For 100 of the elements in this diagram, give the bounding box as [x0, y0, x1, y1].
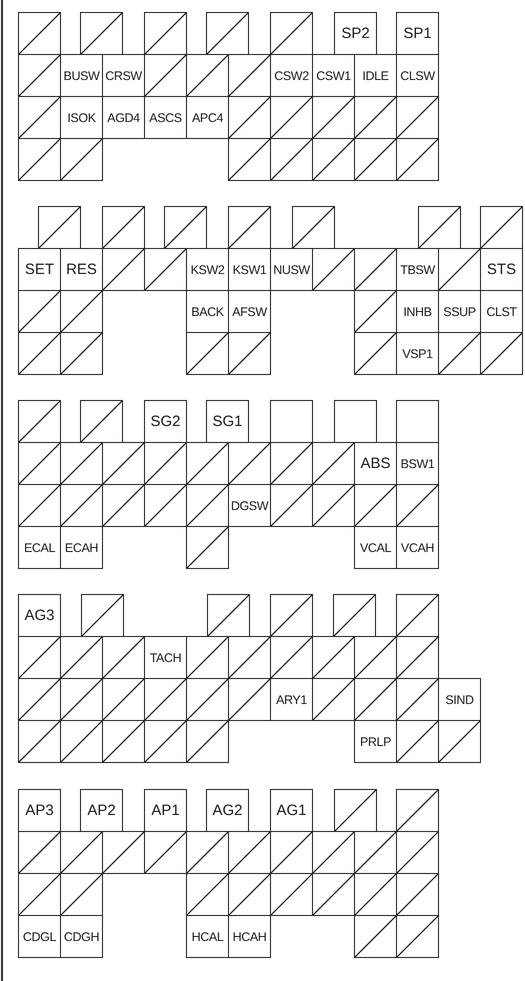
unused-pin-cell — [438, 332, 481, 375]
pin-cell: AP1 — [144, 789, 187, 832]
empty-pin-cell — [270, 400, 313, 443]
unused-pin-cell — [60, 442, 103, 485]
unused-pin-cell — [60, 678, 103, 721]
unused-pin-cell — [480, 206, 523, 249]
unused-pin-cell — [80, 400, 123, 443]
unused-pin-cell — [18, 873, 61, 916]
unused-pin-cell — [186, 831, 229, 874]
unused-pin-cell — [312, 873, 355, 916]
unused-pin-cell — [186, 332, 229, 375]
unused-pin-cell — [270, 12, 313, 55]
unused-pin-cell — [18, 831, 61, 874]
unused-pin-cell — [312, 484, 355, 527]
unused-pin-cell — [60, 484, 103, 527]
unused-pin-cell — [206, 12, 249, 55]
unused-pin-cell — [228, 831, 271, 874]
unused-pin-cell — [228, 54, 271, 97]
unused-pin-cell — [292, 206, 335, 249]
unused-pin-cell — [18, 484, 61, 527]
unused-pin-cell — [228, 636, 271, 679]
unused-pin-cell — [396, 720, 439, 763]
unused-pin-cell — [354, 96, 397, 139]
unused-pin-cell — [396, 678, 439, 721]
unused-pin-cell — [228, 96, 271, 139]
unused-pin-cell — [396, 138, 439, 181]
unused-pin-cell — [312, 442, 355, 485]
unused-pin-cell — [186, 54, 229, 97]
unused-pin-cell — [228, 138, 271, 181]
unused-pin-cell — [228, 873, 271, 916]
unused-pin-cell — [312, 831, 355, 874]
empty-pin-cell — [396, 400, 439, 443]
pin-cell: PRLP — [354, 720, 397, 763]
unused-pin-cell — [144, 442, 187, 485]
unused-pin-cell — [60, 873, 103, 916]
empty-pin-cell — [334, 400, 377, 443]
unused-pin-cell — [164, 206, 207, 249]
unused-pin-cell — [354, 248, 397, 291]
unused-pin-cell — [396, 96, 439, 139]
unused-pin-cell — [270, 594, 313, 637]
pin-cell: CDGL — [18, 915, 61, 958]
unused-pin-cell — [18, 636, 61, 679]
unused-pin-cell — [18, 720, 61, 763]
pin-cell: AG1 — [270, 789, 313, 832]
unused-pin-cell — [438, 248, 481, 291]
pin-cell: ECAL — [18, 526, 61, 569]
unused-pin-cell — [228, 332, 271, 375]
unused-pin-cell — [354, 915, 397, 958]
unused-pin-cell — [270, 96, 313, 139]
unused-pin-cell — [354, 332, 397, 375]
pin-cell: SG2 — [144, 400, 187, 443]
unused-pin-cell — [102, 636, 145, 679]
unused-pin-cell — [80, 12, 123, 55]
unused-pin-cell — [60, 290, 103, 333]
pin-cell: SP2 — [334, 12, 377, 55]
unused-pin-cell — [207, 594, 250, 637]
unused-pin-cell — [270, 831, 313, 874]
unused-pin-cell — [102, 206, 145, 249]
unused-pin-cell — [60, 636, 103, 679]
unused-pin-cell — [354, 831, 397, 874]
unused-pin-cell — [312, 138, 355, 181]
unused-pin-cell — [186, 484, 229, 527]
unused-pin-cell — [396, 594, 439, 637]
unused-pin-cell — [333, 594, 376, 637]
pin-cell: ECAH — [60, 526, 103, 569]
unused-pin-cell — [60, 831, 103, 874]
pin-cell: AG3 — [18, 594, 61, 637]
unused-pin-cell — [18, 54, 61, 97]
pin-cell: VCAH — [396, 526, 439, 569]
pin-cell: AP2 — [80, 789, 123, 832]
unused-pin-cell — [18, 290, 61, 333]
unused-pin-cell — [186, 636, 229, 679]
unused-pin-cell — [480, 332, 523, 375]
unused-pin-cell — [186, 720, 229, 763]
pin-cell: NUSW — [270, 248, 313, 291]
unused-pin-cell — [60, 332, 103, 375]
unused-pin-cell — [144, 12, 187, 55]
unused-pin-cell — [18, 96, 61, 139]
unused-pin-cell — [396, 831, 439, 874]
unused-pin-cell — [102, 442, 145, 485]
unused-pin-cell — [144, 248, 187, 291]
unused-pin-cell — [60, 138, 103, 181]
unused-pin-cell — [18, 678, 61, 721]
pin-cell: HCAL — [186, 915, 229, 958]
unused-pin-cell — [312, 636, 355, 679]
unused-pin-cell — [18, 400, 61, 443]
unused-pin-cell — [396, 915, 439, 958]
unused-pin-cell — [81, 594, 124, 637]
pin-cell: SIND — [438, 678, 481, 721]
unused-pin-cell — [18, 12, 61, 55]
unused-pin-cell — [228, 206, 271, 249]
pin-cell: CDGH — [60, 915, 103, 958]
unused-pin-cell — [38, 206, 81, 249]
unused-pin-cell — [396, 636, 439, 679]
pin-cell: AG2 — [206, 789, 249, 832]
unused-pin-cell — [270, 138, 313, 181]
unused-pin-cell — [312, 96, 355, 139]
unused-pin-cell — [354, 138, 397, 181]
unused-pin-cell — [18, 332, 61, 375]
unused-pin-cell — [354, 484, 397, 527]
